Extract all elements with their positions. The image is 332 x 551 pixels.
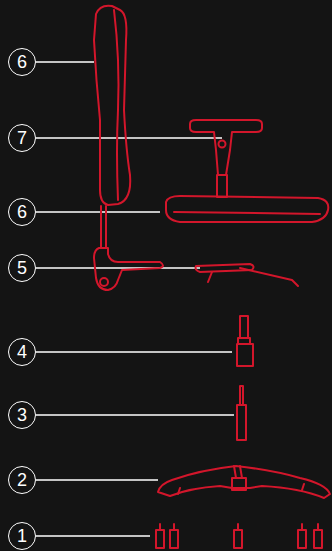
armrest bbox=[190, 120, 262, 175]
callout-circle: 2 bbox=[8, 466, 36, 494]
callout-number: 3 bbox=[17, 406, 27, 424]
seat bbox=[166, 196, 328, 222]
callout-number: 7 bbox=[17, 129, 27, 147]
callout-number: 4 bbox=[17, 343, 27, 361]
callout-circle: 7 bbox=[8, 124, 36, 152]
leader-lines bbox=[36, 62, 234, 536]
gas-lift bbox=[237, 316, 253, 366]
mechanism bbox=[101, 206, 106, 248]
callout-circle: 6 bbox=[8, 198, 36, 226]
callout-circle: 3 bbox=[8, 401, 36, 429]
callout-number: 1 bbox=[17, 527, 27, 545]
backrest bbox=[94, 6, 130, 205]
chair-base bbox=[158, 466, 330, 498]
callout-number: 6 bbox=[17, 53, 27, 71]
callout-circle: 6 bbox=[8, 48, 36, 76]
callout-number: 5 bbox=[17, 259, 27, 277]
callout-circle: 4 bbox=[8, 338, 36, 366]
callout-circle: 1 bbox=[8, 522, 36, 550]
column bbox=[237, 386, 246, 440]
callout-circle: 5 bbox=[8, 254, 36, 282]
callout-number: 2 bbox=[17, 471, 27, 489]
casters bbox=[156, 524, 322, 548]
callout-number: 6 bbox=[17, 203, 27, 221]
